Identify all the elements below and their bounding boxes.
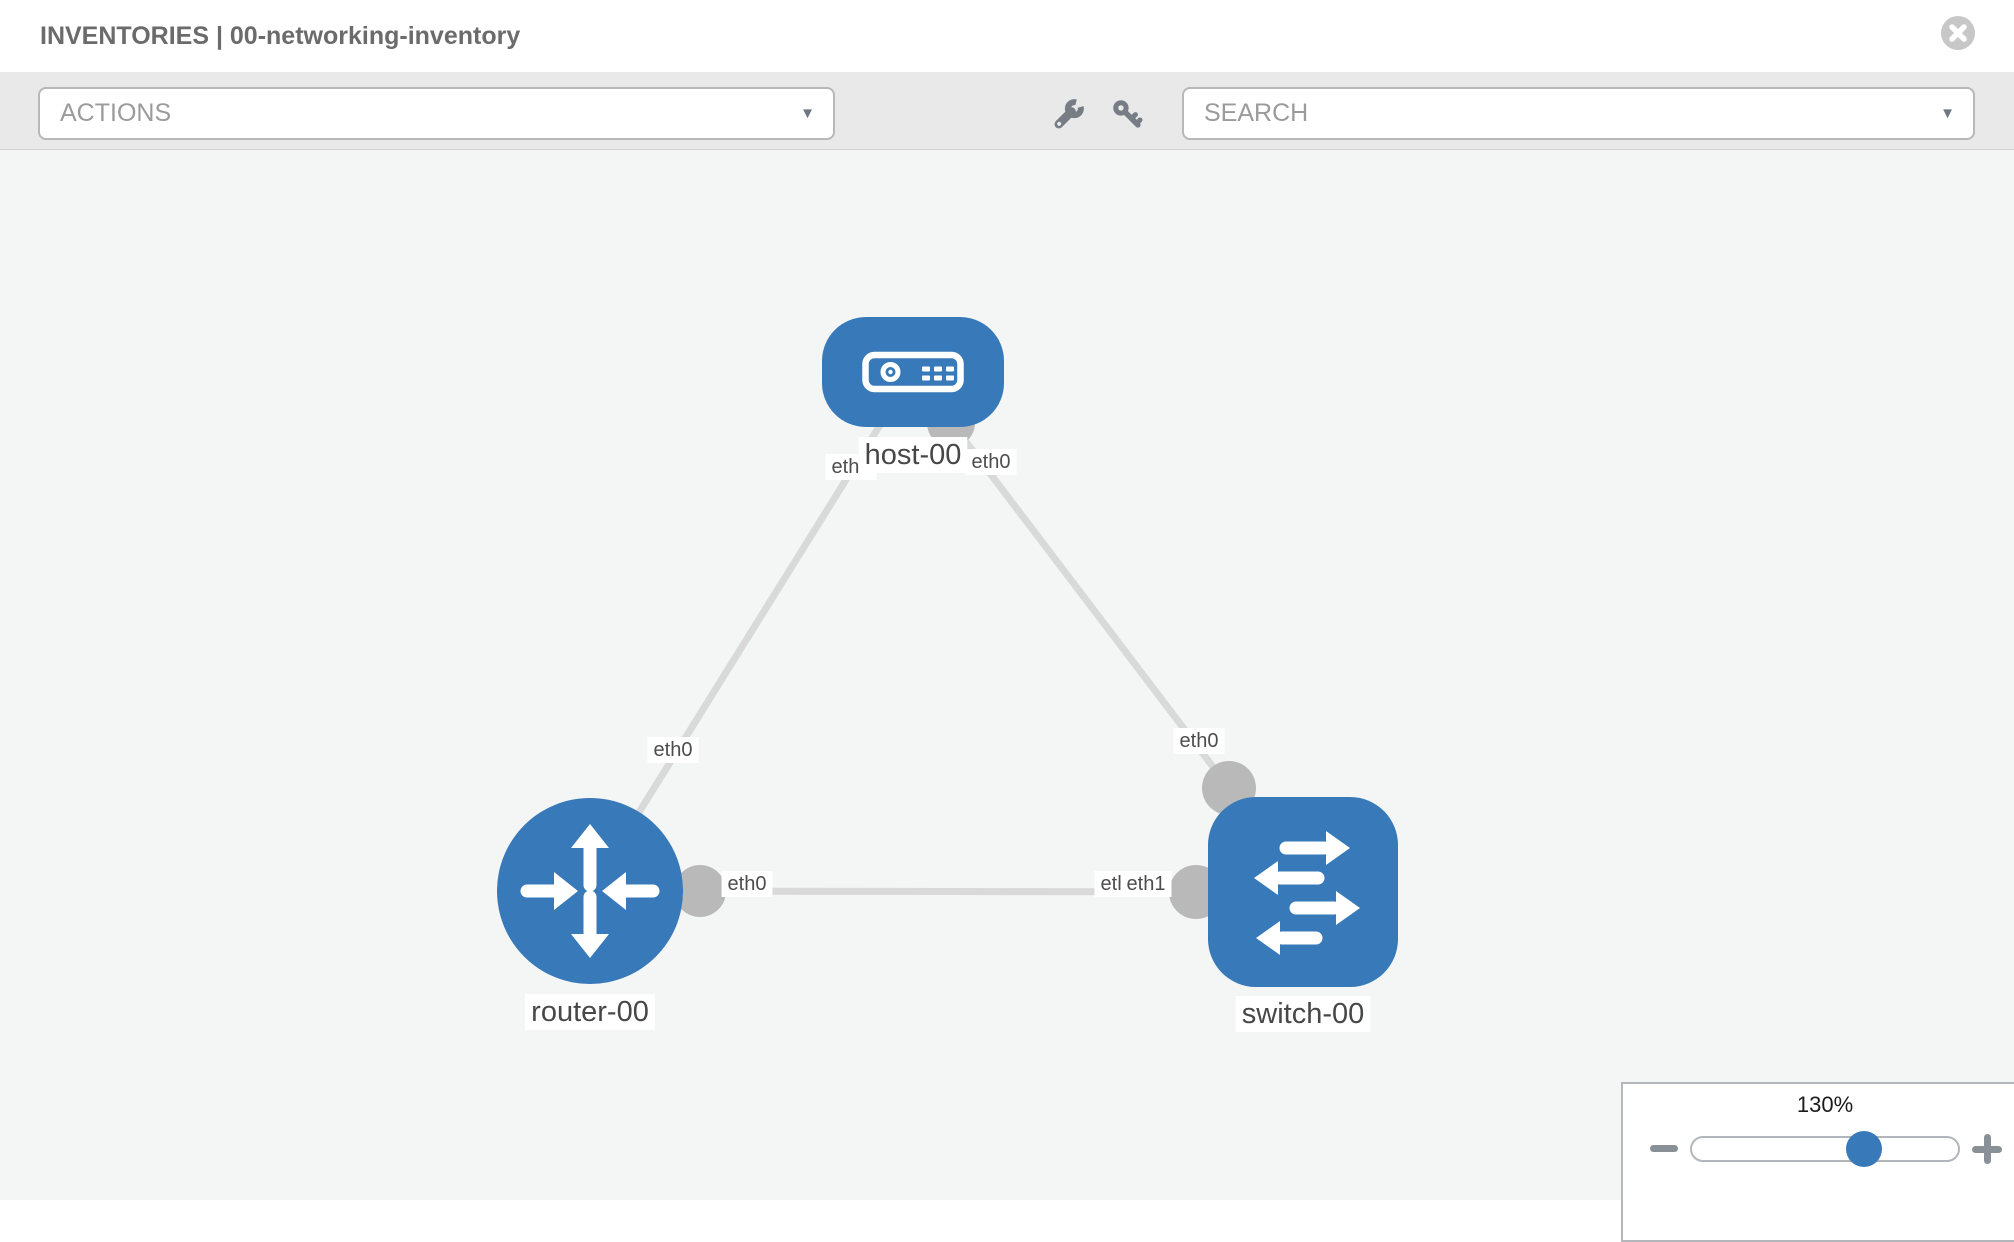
toolbar: ACTIONS ▼ SEARCH ▼: [0, 72, 2014, 150]
key-icon: [1113, 100, 1143, 128]
interface-label-bg: [1120, 871, 1172, 897]
actions-dropdown[interactable]: ACTIONS ▼: [38, 87, 835, 140]
node-switch-00[interactable]: [1208, 797, 1398, 987]
zoom-control: 130%: [1621, 1082, 2014, 1242]
node-host-00[interactable]: [822, 317, 1004, 427]
zoom-out-button[interactable]: [1650, 1145, 1678, 1152]
page-header: INVENTORIES | 00-networking-inventory: [0, 0, 2014, 73]
plus-icon: [1983, 1134, 1991, 1164]
interface-label: eth0: [728, 873, 767, 895]
router-icon: [520, 824, 660, 958]
interface-label: eth1: [1127, 873, 1166, 895]
node-router-00[interactable]: [497, 798, 683, 984]
close-icon: [1941, 16, 1975, 50]
zoom-in-button[interactable]: [1972, 1134, 2002, 1164]
interface-label-bg: [647, 737, 699, 763]
interface-label-bg: [721, 871, 773, 897]
zoom-slider-handle[interactable]: [1846, 1131, 1883, 1167]
key-button[interactable]: [1109, 96, 1147, 134]
close-button[interactable]: [1940, 15, 1976, 51]
page-title: INVENTORIES | 00-networking-inventory: [40, 22, 521, 50]
interface-label: eth0: [1180, 730, 1219, 752]
interface-label: eth0: [972, 451, 1011, 473]
interface-label-bg: [1173, 728, 1225, 754]
chevron-down-icon: ▼: [1940, 105, 1955, 122]
interface-label: eth0: [654, 739, 693, 761]
host-icon: [862, 351, 964, 393]
zoom-percent: 130%: [1796, 1092, 1854, 1117]
node-label-host-00: host-00: [865, 439, 962, 471]
search-dropdown-label: SEARCH: [1204, 99, 1309, 127]
chevron-down-icon: ▼: [800, 105, 815, 122]
switch-icon: [1254, 831, 1360, 955]
interface-label-bg: [965, 449, 1017, 475]
node-label-host-00-bg: [858, 437, 968, 473]
wrench-icon: [1054, 99, 1084, 129]
actions-dropdown-label: ACTIONS: [60, 99, 172, 127]
node-label-switch-00: switch-00: [1242, 998, 1365, 1030]
interface-connector-router-00[interactable]: [674, 865, 726, 917]
node-label-switch-00-bg: [1235, 996, 1371, 1032]
node-label-router-00: router-00: [531, 996, 649, 1028]
zoom-slider-track[interactable]: [1690, 1136, 1960, 1162]
search-dropdown[interactable]: SEARCH ▼: [1182, 87, 1975, 140]
topology-canvas[interactable]: [0, 149, 2014, 1200]
node-label-router-00-bg: [525, 994, 655, 1030]
tools-button[interactable]: [1049, 96, 1087, 134]
